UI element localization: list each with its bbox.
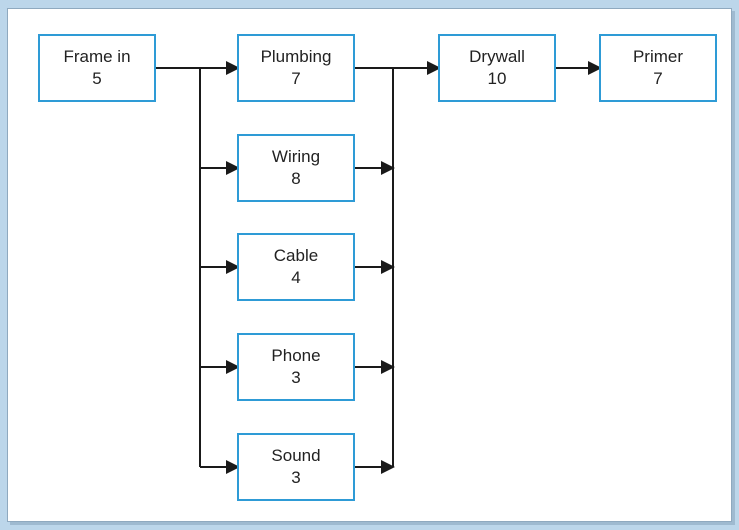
- node-box: [237, 134, 355, 202]
- node-frame-in: Frame in 5: [38, 34, 156, 102]
- node-primer: Primer 7: [599, 34, 717, 102]
- node-duration: 3: [291, 368, 300, 387]
- node-sound: Sound 3: [237, 433, 355, 501]
- node-wiring: Wiring 8: [237, 134, 355, 202]
- node-duration: 8: [291, 169, 300, 188]
- node-plumbing: Plumbing 7: [237, 34, 355, 102]
- node-drywall: Drywall 10: [438, 34, 556, 102]
- node-box: [237, 233, 355, 301]
- node-phone: Phone 3: [237, 333, 355, 401]
- node-box: [237, 333, 355, 401]
- node-duration: 4: [291, 268, 300, 287]
- task-nodes: Frame in5Plumbing7Wiring8Cable4Phone3Sou…: [38, 34, 717, 501]
- node-box: [237, 433, 355, 501]
- node-label: Plumbing: [261, 47, 332, 66]
- node-label: Frame in: [63, 47, 130, 66]
- connectors: [155, 61, 602, 474]
- node-label: Cable: [274, 246, 318, 265]
- node-label: Drywall: [469, 47, 525, 66]
- node-box: [237, 34, 355, 102]
- node-box: [599, 34, 717, 102]
- node-label: Primer: [633, 47, 683, 66]
- node-duration: 5: [92, 69, 101, 88]
- node-duration: 10: [488, 69, 507, 88]
- node-cable: Cable 4: [237, 233, 355, 301]
- node-duration: 3: [291, 468, 300, 487]
- node-label: Phone: [271, 346, 320, 365]
- node-label: Sound: [271, 446, 320, 465]
- node-duration: 7: [653, 69, 662, 88]
- node-duration: 7: [291, 69, 300, 88]
- node-box: [38, 34, 156, 102]
- node-label: Wiring: [272, 147, 320, 166]
- node-box: [438, 34, 556, 102]
